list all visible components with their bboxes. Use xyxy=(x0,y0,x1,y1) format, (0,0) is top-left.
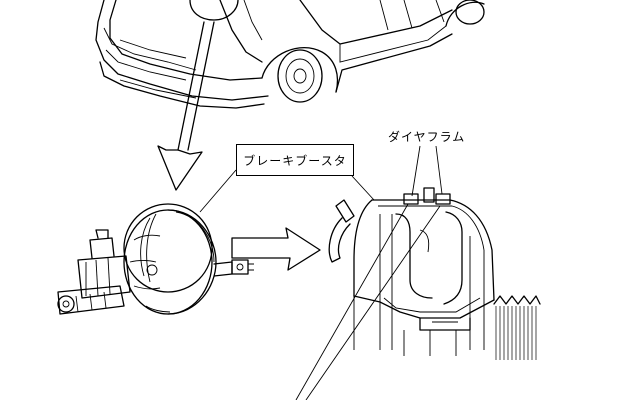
booster-label-pointer xyxy=(351,175,375,201)
leader-line-lower-2 xyxy=(305,205,441,400)
diaphragm-pointer-1 xyxy=(411,145,421,197)
booster-callout-pointer xyxy=(199,169,237,213)
leader-arrow-down xyxy=(157,21,215,191)
diaphragm-label: ダイヤフラム xyxy=(388,130,466,144)
booster-cutaway-detail xyxy=(328,187,541,360)
brake-booster-assembly xyxy=(57,203,254,315)
diaphragm-pointer-2 xyxy=(435,145,443,195)
car-illustration xyxy=(95,0,485,109)
leader-line-lower-1 xyxy=(295,203,409,400)
zoom-arrow-right xyxy=(231,227,321,271)
brake-booster-label: ブレーキブースタ xyxy=(236,144,354,176)
